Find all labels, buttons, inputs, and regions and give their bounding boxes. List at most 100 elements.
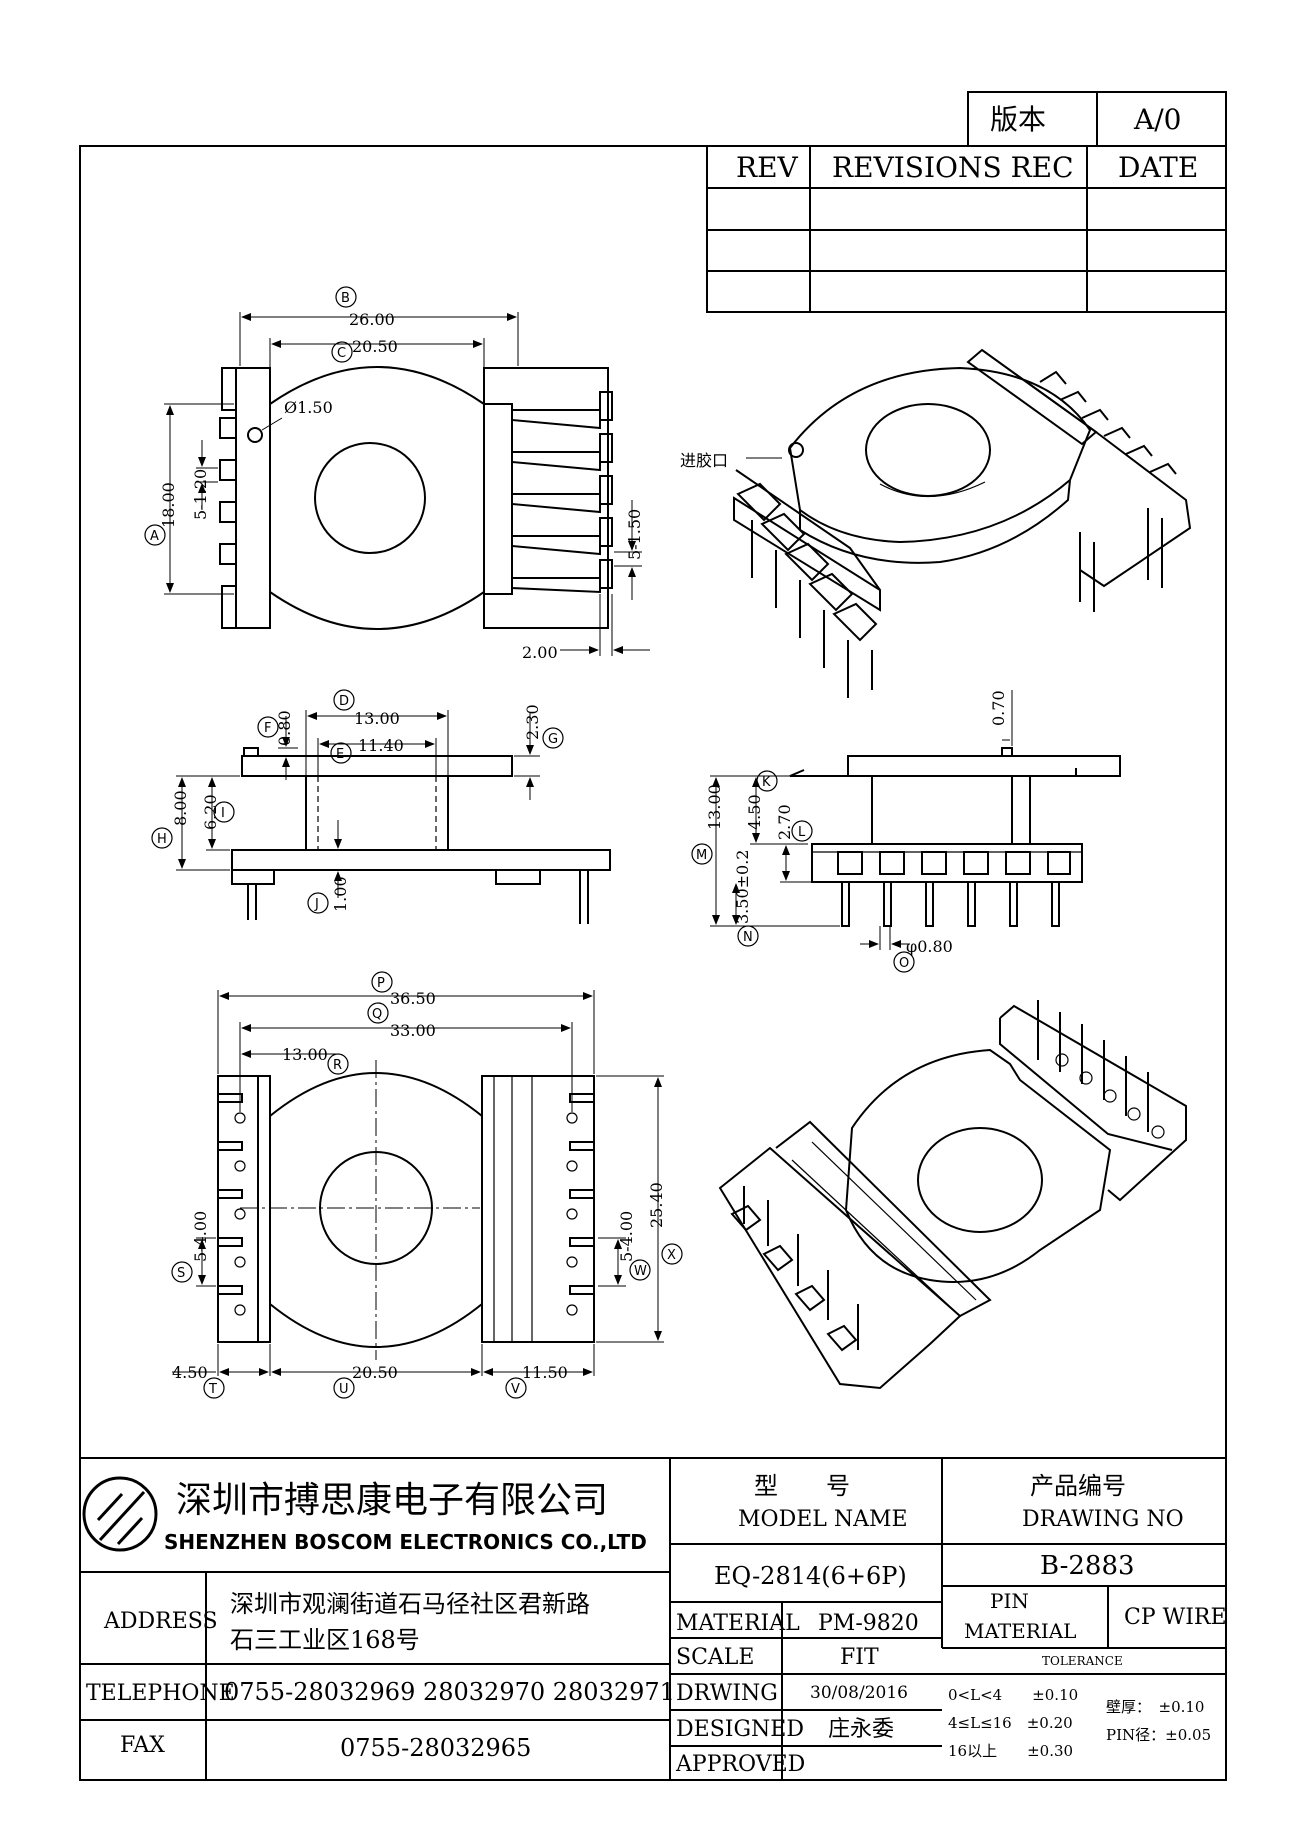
date-header: DATE xyxy=(1118,151,1198,184)
balloon-f: F xyxy=(264,721,271,736)
balloon-h: H xyxy=(157,832,167,847)
bottom-view: 36.50 P 33.00 Q 13.00 R 25.40 X 5-4.00 S… xyxy=(171,971,683,1399)
dim-q: 33.00 xyxy=(390,1021,436,1040)
tolerance-row-3: 16以上 ±0.30 xyxy=(948,1742,1073,1760)
balloon-w: W xyxy=(634,1264,647,1279)
dim-k: 4.50 xyxy=(745,794,764,830)
fax-value: 0755-28032965 xyxy=(340,1734,531,1762)
material-value: PM-9820 xyxy=(818,1611,919,1636)
pin-label: PIN xyxy=(990,1589,1029,1613)
dim-i: 6.20 xyxy=(201,794,220,830)
balloon-n: N xyxy=(743,930,753,945)
revisions-rec-header: REVISIONS REC xyxy=(832,151,1074,184)
dim-f: 0.80 xyxy=(275,710,294,746)
model-label-cn: 型 号 xyxy=(754,1472,850,1500)
drawing-label-cn: 产品编号 xyxy=(1030,1472,1126,1500)
address-line1: 深圳市观澜街道石马径社区君新路 xyxy=(230,1590,590,1618)
version-box: 版本 A/0 xyxy=(967,91,1227,147)
dim-left-pitch: 5-1.20 xyxy=(191,469,210,520)
iso-bottom-hole xyxy=(917,1127,1043,1233)
balloon-j: J xyxy=(314,897,319,912)
balloon-p: P xyxy=(377,976,385,991)
iso-core-hole xyxy=(865,403,991,497)
company-name-cn: 深圳市搏思康电子有限公司 xyxy=(176,1480,608,1521)
dim-e: 11.40 xyxy=(358,736,404,755)
balloon-r: R xyxy=(333,1058,342,1073)
dim-u: 20.50 xyxy=(352,1363,398,1382)
pin-dia-tolerance: PIN径：±0.05 xyxy=(1106,1726,1211,1744)
model-value: EQ-2814(6+6P) xyxy=(714,1562,907,1590)
dim-c: 20.50 xyxy=(352,337,398,356)
balloon-l: L xyxy=(798,825,806,840)
drwing-label: DRWING xyxy=(676,1681,778,1706)
model-label-en: MODEL NAME xyxy=(738,1507,908,1532)
balloon-x: X xyxy=(667,1248,676,1263)
dim-pin-width: 2.00 xyxy=(522,643,558,662)
right-fins xyxy=(511,391,613,594)
drawing-label-en: DRAWING NO xyxy=(1022,1507,1184,1532)
side-view: 13.00 D 11.40 E 0.80 F 2.30 G 8.00 H 6.2… xyxy=(151,689,611,924)
dim-j: 1.00 xyxy=(331,876,350,912)
title-block: 深圳市搏思康电子有限公司 SHENZHEN BOSCOM ELECTRONICS… xyxy=(80,1457,1227,1780)
iso-view-top: 进胶口 xyxy=(680,348,1192,698)
revision-table: REV REVISIONS REC DATE xyxy=(706,145,1227,313)
company-logo xyxy=(82,1476,158,1552)
version-label: 版本 xyxy=(990,103,1046,136)
bottom-right-slots xyxy=(566,1093,595,1316)
balloon-u: U xyxy=(339,1382,349,1397)
dim-pin-length: 3.50±0.2 xyxy=(733,850,752,924)
dim-m: 13.00 xyxy=(705,784,724,830)
balloon-q: Q xyxy=(372,1007,382,1022)
front-pin-housings xyxy=(837,851,1071,875)
drawing-value: B-2883 xyxy=(1040,1551,1135,1581)
drwing-value: 30/08/2016 xyxy=(810,1683,908,1703)
tolerance-row-2: 4≤L≤16 ±0.20 xyxy=(948,1714,1073,1732)
approved-label: APPROVED xyxy=(675,1752,805,1777)
balloon-c: C xyxy=(337,346,346,361)
bottom-left-slots xyxy=(217,1093,246,1316)
telephone-value: 0755-28032969 28032970 28032971 xyxy=(224,1678,675,1706)
front-view: 0.70 13.00 M 4.50 K 2.70 L 3.50±0.2 N φ0… xyxy=(691,690,1121,973)
left-pin-tabs xyxy=(219,417,237,565)
hole-circle xyxy=(247,427,263,443)
scale-value: FIT xyxy=(840,1645,879,1670)
version-value: A/0 xyxy=(1133,103,1181,136)
front-pins xyxy=(841,881,1060,927)
pin-material-label: MATERIAL xyxy=(964,1619,1076,1643)
dim-a: 18.00 xyxy=(159,482,178,528)
inlet-label: 进胶口 xyxy=(680,451,728,470)
balloon-i: I xyxy=(221,806,225,821)
dim-r: 13.00 xyxy=(282,1045,328,1064)
dim-s: 5-4.00 xyxy=(191,1211,210,1262)
dim-b: 26.00 xyxy=(349,310,395,329)
address-line2: 石三工业区168号 xyxy=(230,1626,420,1654)
wall-tolerance: 壁厚： ±0.10 xyxy=(1106,1698,1204,1716)
designed-value: 庄永委 xyxy=(828,1717,894,1742)
dim-top: 0.70 xyxy=(989,690,1008,726)
top-view: 26.00 B 20.50 C Ø1.50 18.00 A 5-1.20 5-1… xyxy=(144,286,650,662)
fax-label: FAX xyxy=(120,1733,165,1758)
balloon-t: T xyxy=(208,1382,217,1397)
rev-header: REV xyxy=(736,151,799,184)
company-name-en: SHENZHEN BOSCOM ELECTRONICS CO.,LTD xyxy=(164,1530,647,1554)
dim-p: 36.50 xyxy=(390,989,436,1008)
designed-label: DESIGNED xyxy=(676,1717,804,1742)
dim-right-pitch: 5-1.50 xyxy=(625,509,644,560)
material-label: MATERIAL xyxy=(676,1611,800,1636)
dim-hole: Ø1.50 xyxy=(284,398,333,417)
balloon-v: V xyxy=(511,1382,520,1397)
balloon-k: K xyxy=(762,775,771,790)
core-hole xyxy=(314,442,426,554)
dim-x: 25.40 xyxy=(647,1182,666,1228)
dim-v: 11.50 xyxy=(522,1363,568,1382)
telephone-label: TELEPHONE xyxy=(86,1681,235,1706)
tolerance-row-1: 0<L<4 ±0.10 xyxy=(948,1686,1078,1704)
dim-g: 2.30 xyxy=(523,704,542,740)
iso-left-pins xyxy=(736,482,878,698)
dim-h: 8.00 xyxy=(171,790,190,826)
address-label: ADDRESS xyxy=(103,1609,218,1634)
dim-l: 2.70 xyxy=(775,804,794,840)
iso-bottom-left-pins xyxy=(730,1186,859,1352)
sheet-border xyxy=(79,145,1227,1781)
